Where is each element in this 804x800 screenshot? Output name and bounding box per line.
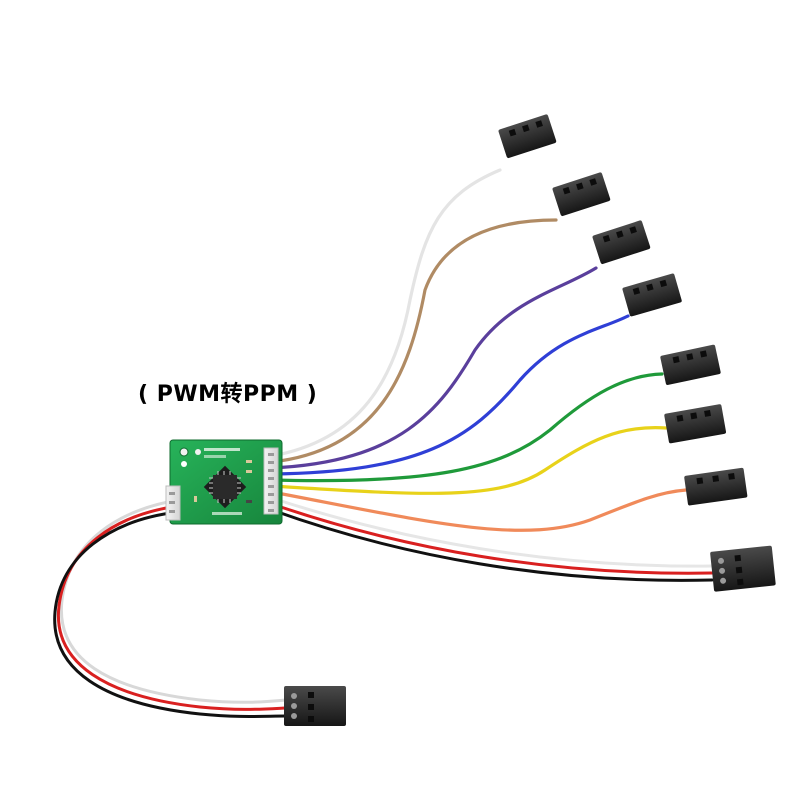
wire-purple	[270, 266, 598, 470]
right-wire-red	[270, 502, 714, 575]
pcb-board	[165, 439, 283, 525]
product-caption: ( PWM转PPM )	[138, 382, 318, 407]
connector-ch5	[660, 344, 721, 385]
connector-ch3	[592, 220, 651, 265]
connector-ch6	[664, 404, 727, 444]
servo-cable-right	[270, 496, 714, 582]
output-header	[165, 485, 181, 521]
connector-ch2	[552, 172, 611, 217]
wire-brown	[270, 218, 558, 464]
mcu-chip	[203, 465, 247, 509]
out-wire-black	[53, 510, 288, 718]
out-wire-red	[56, 504, 288, 711]
out-wire-white	[59, 498, 288, 704]
input-header	[263, 447, 279, 515]
wire-orange	[270, 488, 688, 532]
connector-ch1	[498, 114, 557, 159]
wire-green	[270, 372, 664, 483]
connector-servo-right	[710, 545, 776, 592]
channel-connectors	[284, 114, 776, 726]
wire-blue	[270, 314, 630, 476]
wire-white	[270, 168, 502, 458]
connector-ppm-output	[284, 686, 346, 726]
right-wire-black	[270, 508, 714, 582]
right-wire-white	[270, 496, 714, 568]
input-wires	[270, 168, 688, 532]
wire-yellow	[270, 426, 668, 495]
connector-ch7	[684, 467, 748, 506]
connector-ch4	[622, 273, 682, 317]
output-cable	[53, 498, 288, 718]
